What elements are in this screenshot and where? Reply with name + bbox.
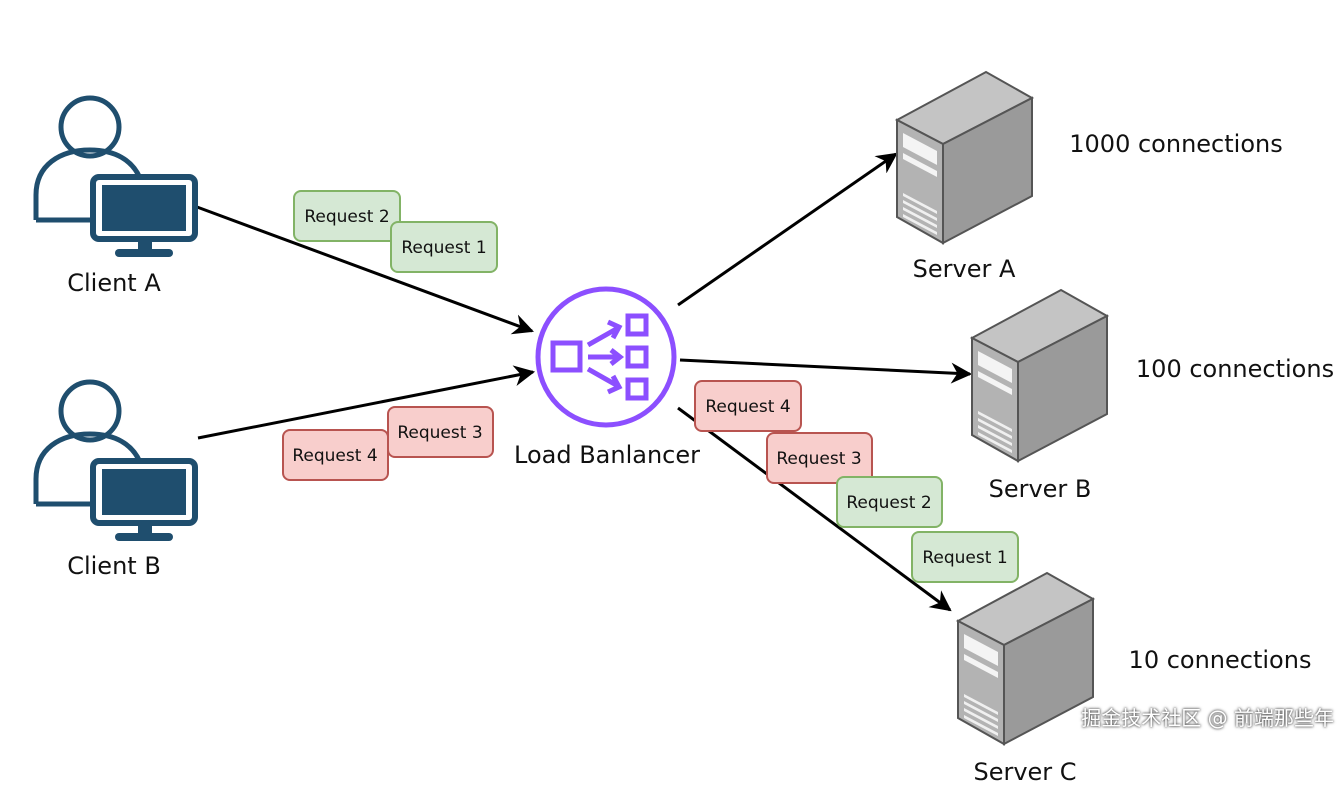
svg-text:Request 3: Request 3 <box>776 449 861 469</box>
watermark: 掘金技术社区 @ 前端那些年 <box>1081 706 1334 730</box>
request-box: Request 1 <box>390 221 498 273</box>
svg-text:Request 1: Request 1 <box>401 238 486 258</box>
client-b: Client B <box>36 382 195 580</box>
load-balancer-icon <box>535 286 677 428</box>
server-a: Server A 1000 connections <box>896 71 1283 283</box>
server-c: Server C 10 connections <box>957 572 1312 786</box>
arrow-client-b-to-lb <box>197 365 536 440</box>
client-b-label: Client B <box>67 552 161 580</box>
svg-text:Request 4: Request 4 <box>292 446 377 466</box>
server-c-connections: 10 connections <box>1129 646 1312 674</box>
server-b-connections: 100 connections <box>1136 355 1334 383</box>
request-box: Request 3 <box>766 432 873 484</box>
server-tower-icon <box>957 572 1094 745</box>
request-box: Request 3 <box>387 406 494 458</box>
server-tower-icon <box>896 71 1033 244</box>
arrow-lb-to-server-c <box>677 406 952 612</box>
user-computer-icon <box>36 98 195 257</box>
svg-text:Request 3: Request 3 <box>397 423 482 443</box>
request-box: Request 1 <box>911 531 1019 583</box>
arrow-lb-to-server-b <box>679 358 973 384</box>
svg-text:Request 2: Request 2 <box>304 207 389 227</box>
svg-text:Request 2: Request 2 <box>846 493 931 513</box>
svg-text:Request 4: Request 4 <box>705 397 790 417</box>
server-a-connections: 1000 connections <box>1069 130 1282 158</box>
client-a: Client A <box>36 98 195 297</box>
load-balancer: Load Banlancer <box>514 286 700 469</box>
client-a-label: Client A <box>67 269 161 297</box>
request-box: Request 2 <box>836 476 943 528</box>
server-b-label: Server B <box>989 475 1092 503</box>
server-a-label: Server A <box>913 255 1016 283</box>
user-computer-icon <box>36 382 195 541</box>
svg-text:Request 1: Request 1 <box>922 548 1007 568</box>
server-c-label: Server C <box>973 758 1076 786</box>
request-box: Request 4 <box>694 380 802 432</box>
request-box: Request 2 <box>293 190 401 242</box>
server-b: Server B 100 connections <box>971 289 1334 503</box>
request-box: Request 4 <box>282 429 389 481</box>
arrow-lb-to-server-a <box>677 152 898 307</box>
load-balancer-label: Load Banlancer <box>514 441 700 469</box>
server-tower-icon <box>971 289 1108 462</box>
arrow-client-a-to-lb <box>196 205 534 335</box>
